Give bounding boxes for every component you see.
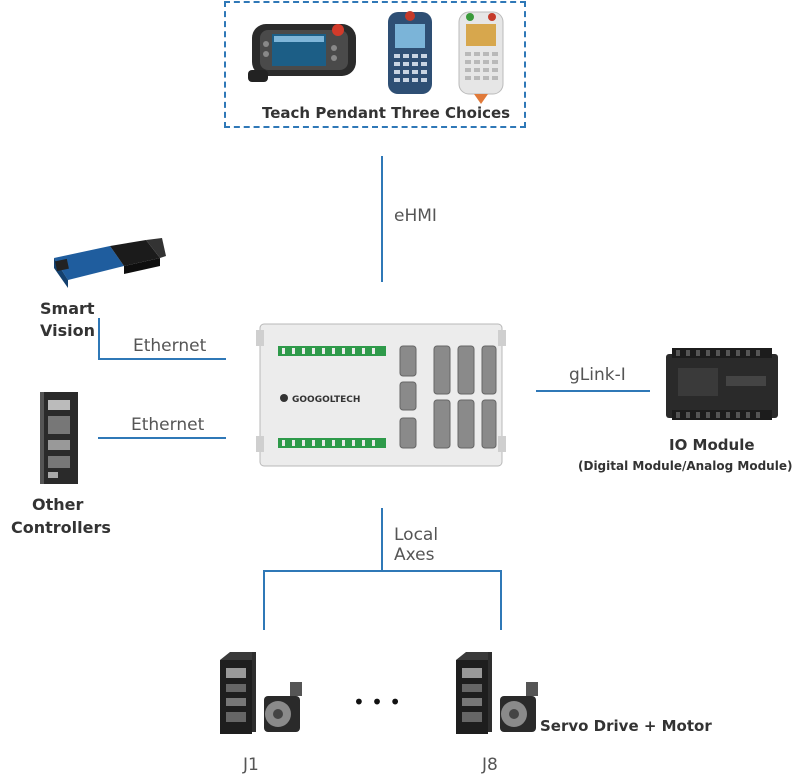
- other-controllers-label-line2: Controllers: [11, 518, 111, 537]
- smart-vision-camera-image: [54, 238, 166, 288]
- joint-j8-label: J8: [482, 755, 498, 775]
- teach-pendant-caption: Teach Pendant Three Choices: [262, 104, 511, 122]
- controller-brand-text: GOOGOLTECH: [292, 395, 360, 405]
- vision-ethernet-label: Ethernet: [133, 336, 207, 356]
- controllers-ethernet-line: [98, 437, 226, 439]
- teach-pendant-blue-image: [388, 11, 432, 94]
- joint-j1-label: J1: [243, 755, 259, 775]
- local-axes-trunk-line: [381, 508, 383, 572]
- vision-ethernet-line-vertical: [98, 318, 100, 360]
- teach-pendant-group: [224, 1, 526, 128]
- teach-pendant-white-image: [458, 11, 504, 104]
- io-module-image: [666, 348, 778, 420]
- ehmi-label: eHMI: [394, 206, 437, 226]
- io-module-subtitle: (Digital Module/Analog Module): [578, 459, 793, 473]
- glink-connection-line: [536, 390, 650, 392]
- other-controllers-label-line1: Other: [32, 495, 84, 514]
- local-axes-branch-horizontal: [263, 570, 502, 572]
- ehmi-connection-line: [381, 156, 383, 282]
- servo-ellipsis: • • •: [353, 690, 402, 714]
- local-axes-label-line1: Local: [394, 525, 439, 545]
- glink-label: gLink-I: [569, 365, 626, 385]
- servo-drive-motor-label: Servo Drive + Motor: [540, 717, 712, 735]
- servo-drive-motor-j1-image: [220, 652, 302, 734]
- smart-vision-label-line2: Vision: [40, 321, 95, 340]
- servo-drive-motor-j8-image: [456, 652, 538, 734]
- local-axes-branch-right: [500, 570, 502, 630]
- teach-pendant-tablet-image: [248, 24, 356, 82]
- smart-vision-label-line1: Smart: [40, 299, 95, 318]
- controllers-ethernet-label: Ethernet: [131, 415, 205, 435]
- other-controller-image: [40, 392, 78, 484]
- local-axes-branch-left: [263, 570, 265, 630]
- local-axes-label-line2: Axes: [394, 545, 435, 565]
- vision-ethernet-line-horizontal: [98, 358, 226, 360]
- io-module-title: IO Module: [669, 436, 755, 454]
- central-controller: GOOGOLTECH: [256, 320, 506, 470]
